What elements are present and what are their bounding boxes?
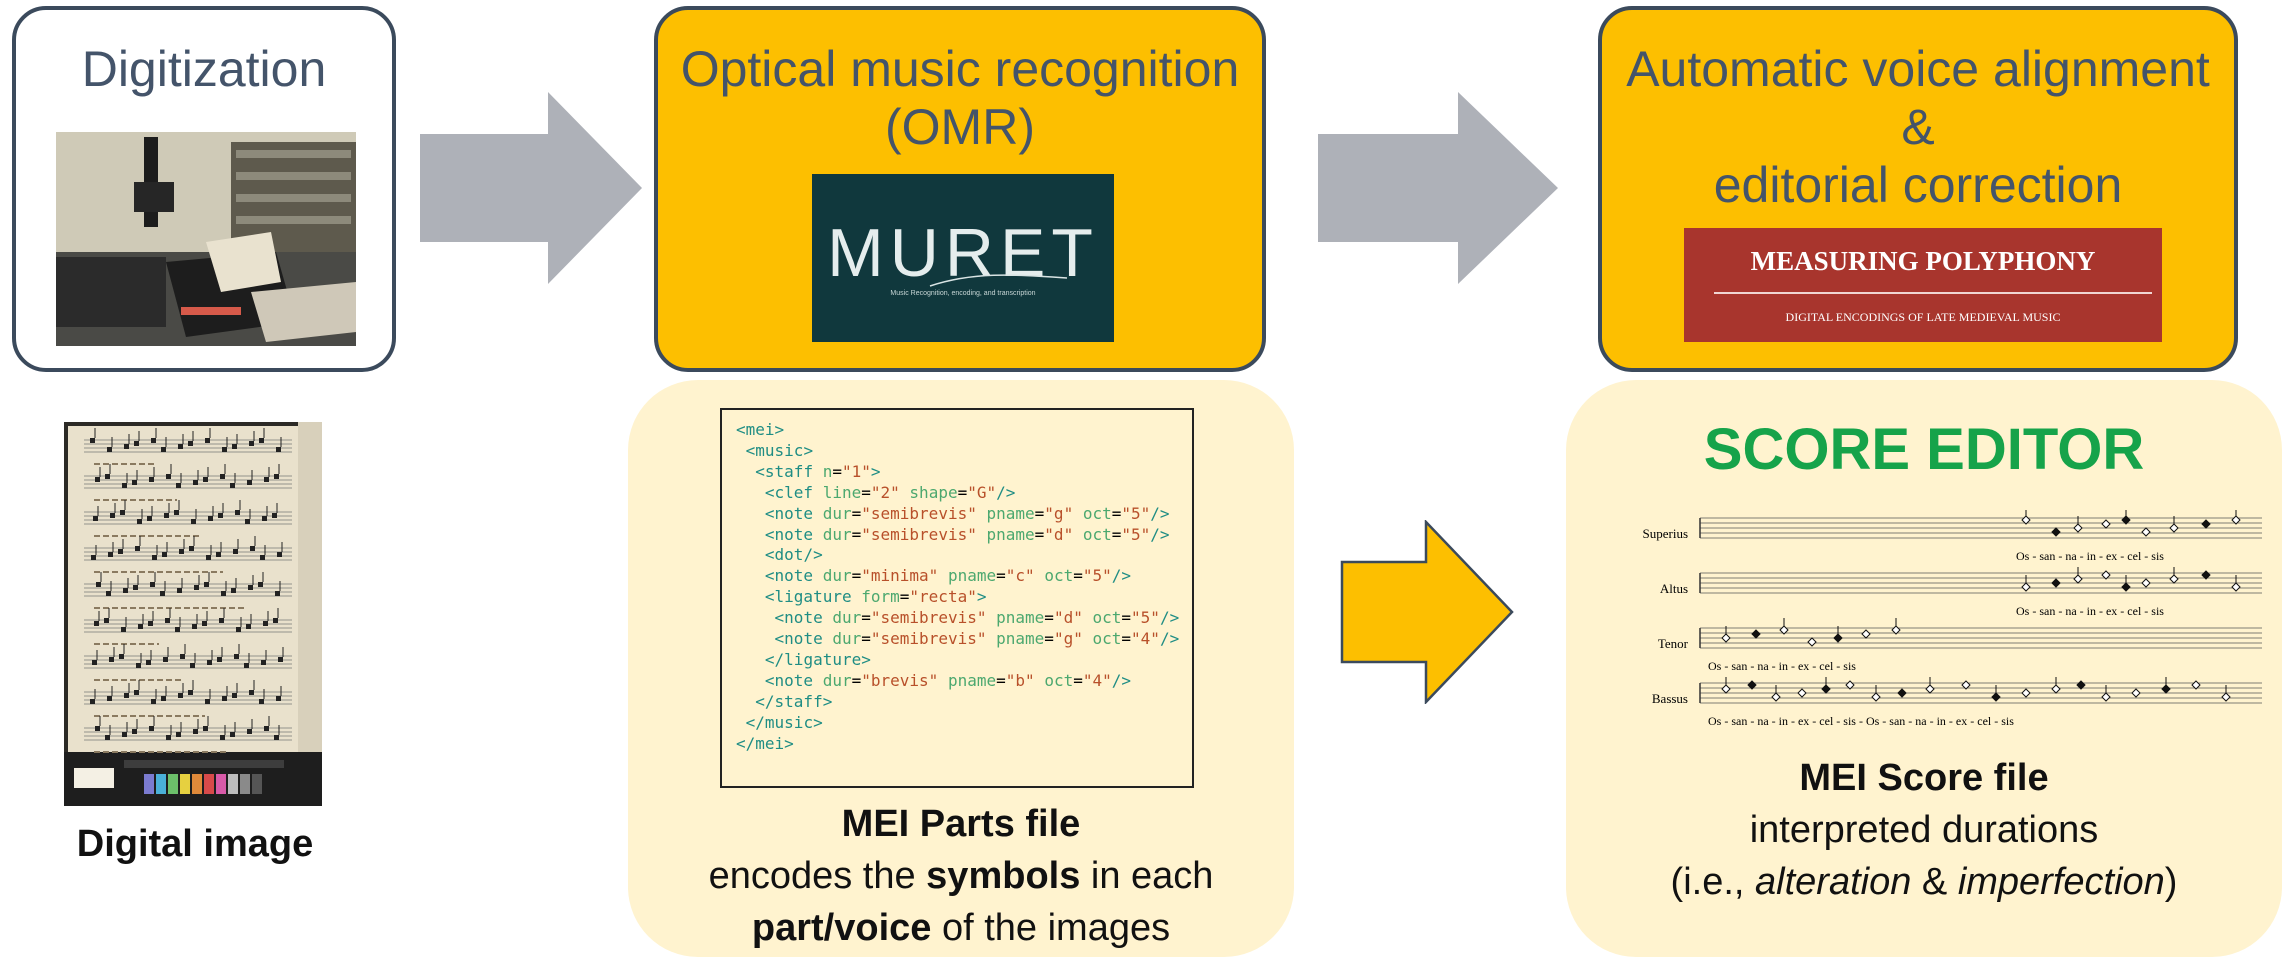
alignment-title-line3: editorial correction — [1713, 157, 2123, 213]
parts-line2-pre: encodes the — [708, 855, 927, 897]
lyrics-altus: Os - san - na - in - ex - cel - sis — [2016, 604, 2164, 618]
mei-code-line: </music> — [736, 712, 823, 732]
mei-code-line: <mei> — [736, 420, 785, 439]
parts-panel: <mei> <music> <staff n="1"> <clef line="… — [628, 380, 1294, 957]
mei-code-line: <clef line="2" shape="G"/> — [736, 482, 1016, 502]
mei-code-line: </ligature> — [736, 649, 871, 669]
score-caption-title: MEI Score file — [1799, 757, 2049, 799]
mei-code-line: </mei> — [736, 733, 794, 753]
parts-line2-bold: symbols — [926, 855, 1081, 897]
score-line3-post: ) — [2164, 861, 2178, 903]
mei-code: <mei> <music> <staff n="1"> <clef line="… — [722, 410, 1192, 755]
arrow-parts-to-score — [1340, 520, 1514, 704]
score-panel: SCORE EDITOR Superius Altus Tenor Bassus… — [1566, 380, 2282, 957]
parts-caption-title: MEI Parts file — [841, 803, 1081, 845]
mei-code-line: <note dur="semibrevis" pname="d" oct="5"… — [736, 608, 1180, 628]
mei-code-line: <music> — [736, 440, 814, 460]
manuscript-image — [64, 422, 322, 806]
voice-label-tenor: Tenor — [1658, 636, 1689, 651]
mei-code-line: <note dur="semibrevis" pname="d" oct="5"… — [736, 524, 1170, 544]
lyrics-tenor: Os - san - na - in - ex - cel - sis — [1708, 659, 1856, 673]
muret-logo: MURET Music Recognition, encoding, and t… — [812, 174, 1114, 342]
parts-caption-line2: encodes the symbols in each — [628, 850, 1294, 902]
parts-line3-post: of the images — [931, 907, 1171, 949]
measuring-polyphony-logo: MEASURING POLYPHONY DIGITAL ENCODINGS OF… — [1684, 228, 2162, 342]
muret-wave-graphic — [929, 274, 1068, 287]
lyrics-bassus: Os - san - na - in - ex - cel - sis - Os… — [1708, 714, 2014, 728]
manuscript-staves — [84, 428, 292, 753]
score-staves — [1699, 510, 2262, 704]
score-editor-heading: SCORE EDITOR — [1703, 417, 2145, 482]
omr-title-line1: Optical music recognition — [680, 41, 1240, 97]
mei-code-line: <note dur="semibrevis" pname="g" oct="5"… — [736, 503, 1170, 523]
alignment-title-line1: Automatic voice alignment — [1626, 41, 2210, 97]
score-line3-mid: & — [1911, 861, 1958, 903]
logo-divider — [1714, 292, 2152, 294]
score-line3-pre: (i.e., — [1670, 861, 1756, 903]
parts-caption-line3: part/voice of the images — [628, 902, 1294, 954]
score-caption-line2: interpreted durations — [1749, 809, 2099, 851]
score-line3-it1: alteration — [1755, 861, 1912, 903]
measuring-polyphony-logo-title: MEASURING POLYPHONY — [1750, 246, 2096, 276]
arrow-digitization-to-omr — [420, 92, 642, 284]
digitization-title: Digitization — [81, 41, 327, 97]
omr-title-line2: (OMR) — [885, 99, 1035, 155]
score-caption-line3: (i.e., alteration & imperfection) — [1566, 856, 2282, 908]
mei-code-line: <staff n="1"> — [736, 461, 881, 481]
score-notation: Superius Altus Tenor Bassus Os - san - n… — [1643, 510, 2262, 728]
scanner-photo-graphic — [56, 132, 356, 346]
mei-code-line: <note dur="semibrevis" pname="g" oct="4"… — [736, 629, 1180, 649]
mei-code-line: </staff> — [736, 691, 833, 711]
voice-label-superius: Superius — [1643, 526, 1689, 541]
mei-code-box: <mei> <music> <staff n="1"> <clef line="… — [720, 408, 1194, 788]
voice-label-bassus: Bassus — [1652, 691, 1688, 706]
measuring-polyphony-logo-subtitle: DIGITAL ENCODINGS OF LATE MEDIEVAL MUSIC — [1785, 310, 2061, 324]
alignment-box: Automatic voice alignment & editorial co… — [1598, 6, 2238, 372]
mei-code-line: <note dur="brevis" pname="b" oct="4"/> — [736, 670, 1132, 690]
lyrics-superius: Os - san - na - in - ex - cel - sis — [2016, 549, 2164, 563]
manuscript-graphic — [64, 422, 322, 806]
digitization-box: Digitization — [12, 6, 396, 372]
mei-code-line: <note dur="minima" pname="c" oct="5"/> — [736, 566, 1132, 586]
digitization-photo — [56, 132, 356, 346]
mei-code-line: <ligature form="recta"> — [736, 587, 987, 607]
digital-image-caption: Digital image — [76, 823, 314, 865]
voice-label-altus: Altus — [1660, 581, 1688, 596]
score-line3-it2: imperfection — [1957, 861, 2165, 903]
omr-box: Optical music recognition (OMR) MURET Mu… — [654, 6, 1266, 372]
muret-logo-tagline: Music Recognition, encoding, and transcr… — [890, 290, 1036, 297]
mei-code-line: <dot/> — [736, 545, 823, 565]
alignment-title-line2: & — [1901, 99, 1935, 155]
arrow-omr-to-alignment — [1318, 92, 1558, 284]
parts-line2-post: in each — [1080, 855, 1214, 897]
parts-line3-bold: part/voice — [751, 907, 932, 949]
